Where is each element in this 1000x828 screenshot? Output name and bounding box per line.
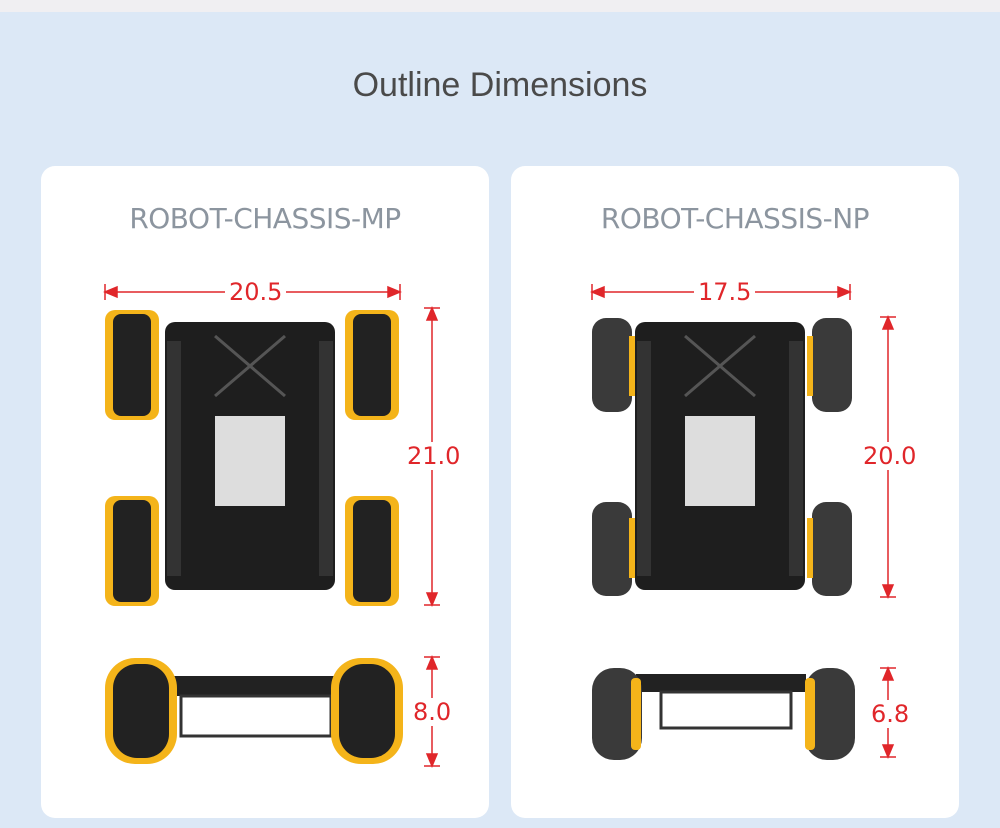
page-title: Outline Dimensions <box>352 66 648 104</box>
length-dimension: 20.0 <box>859 442 921 470</box>
width-dimension: 20.5 <box>225 278 287 306</box>
chassis-mp-drawing <box>103 284 440 768</box>
card-title: ROBOT-CHASSIS-NP <box>600 202 870 235</box>
tire-wheel-icon <box>592 318 852 596</box>
chassis-side-view <box>105 658 403 764</box>
chassis-side-view <box>592 668 855 760</box>
chassis-top-view <box>105 310 399 606</box>
mecanum-wheel-icon <box>105 310 399 606</box>
height-dimension: 6.8 <box>867 700 914 728</box>
chassis-top-view <box>592 318 852 596</box>
height-dimension: 8.0 <box>409 698 456 726</box>
card-robot-chassis-np: ROBOT-CHASSIS-NP <box>511 166 959 818</box>
chassis-np-drawing <box>590 284 896 760</box>
width-dimension: 17.5 <box>694 278 756 306</box>
card-robot-chassis-mp: ROBOT-CHASSIS-MP <box>41 166 489 818</box>
length-dimension: 21.0 <box>403 442 465 470</box>
top-strip <box>0 0 1000 12</box>
card-title: ROBOT-CHASSIS-MP <box>129 202 401 235</box>
